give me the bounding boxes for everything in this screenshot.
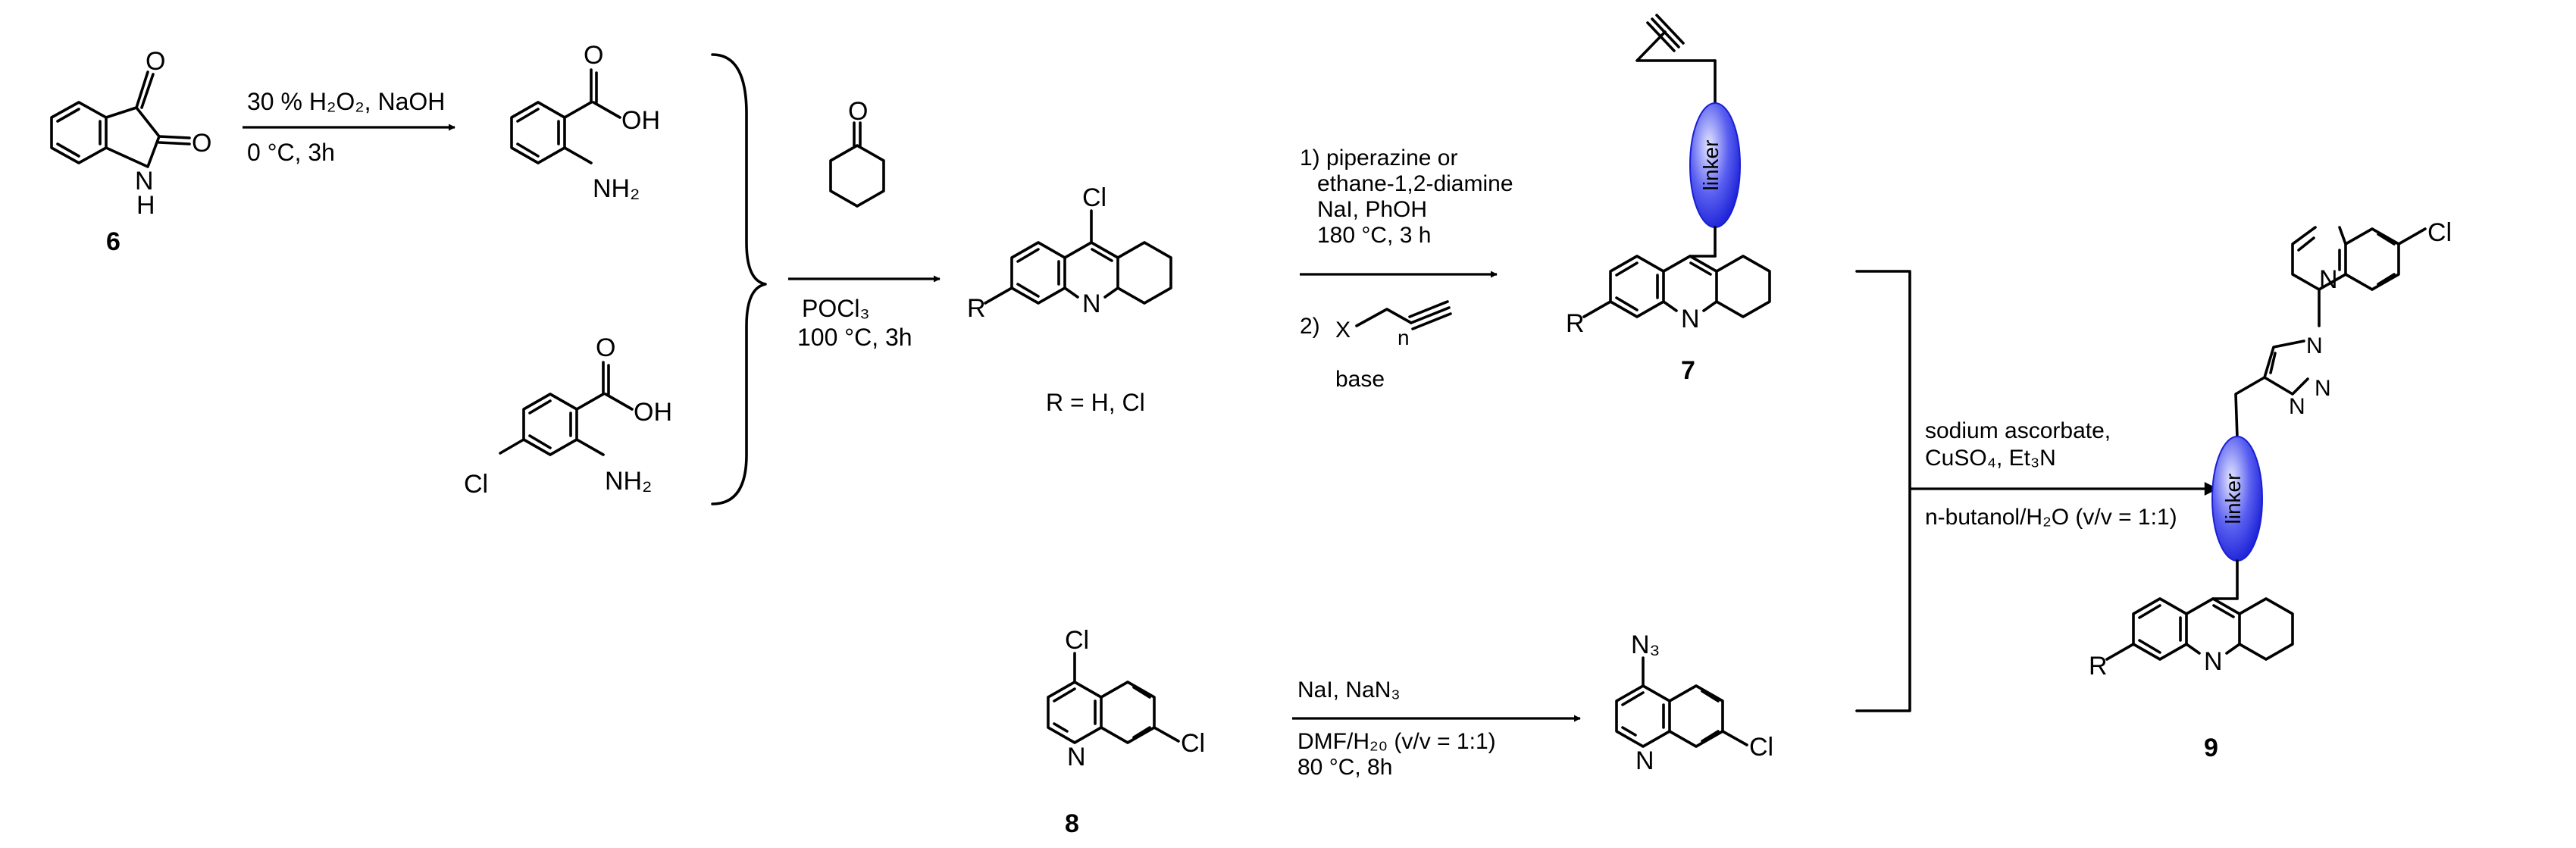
alkyne-tacrine-7: linker R N 7 [1566, 14, 1771, 385]
product-9: N Cl N N N linker R N 9 [2089, 218, 2452, 762]
compound-number-9: 9 [2204, 734, 2218, 762]
step3b-base: base [1335, 367, 1385, 392]
compound-number-8: 8 [1065, 809, 1079, 838]
step1-reagents: 30 % H₂O₂, NaOH [247, 88, 445, 115]
product-r-group: R [2089, 652, 2108, 681]
step4-solvent: DMF/H₂₀ (v/v = 1:1) [1297, 729, 1496, 754]
azide-group: N₃ [1631, 631, 1660, 659]
azidoquinoline-chlorine: Cl [1749, 733, 1773, 762]
chloroanthranilic-hydroxyl: OH [634, 398, 672, 427]
step5-line2: CuSO₄, Et₃N [1925, 446, 2056, 471]
isatin-nitrogen: N [135, 167, 154, 196]
triazole-nitrogen-3: N [2289, 394, 2305, 419]
anthranilic-oxygen: O [584, 41, 603, 70]
linker-label-1: linker [1699, 140, 1723, 191]
chloroanthranilic-amine: NH₂ [605, 467, 652, 496]
step3-line3: NaI, PhOH [1317, 197, 1427, 222]
cyclohexanone-oxygen: O [848, 97, 868, 126]
isatin-hydrogen: H [136, 191, 155, 220]
product-quinoline-nitrogen: N [2319, 265, 2338, 294]
chloroanthranilic-chlorine: Cl [464, 470, 488, 499]
tacrine-chlorine: Cl [1082, 183, 1106, 212]
dichloroquinoline-chlorine-4: Cl [1065, 626, 1089, 655]
combining-bracket [1855, 270, 1911, 712]
step5-line1: sodium ascorbate, [1925, 418, 2111, 443]
curly-brace [711, 53, 767, 505]
compound7-r-group: R [1566, 309, 1585, 338]
isatin-oxygen-1: O [146, 47, 165, 76]
linker-label-2: linker [2221, 474, 2245, 524]
chloro-tacrine: Cl R N R = H, Cl [967, 183, 1172, 416]
step4-reagents: NaI, NaN₃ [1297, 677, 1401, 702]
triazole-nitrogen-2: N [2315, 376, 2331, 401]
isatin-oxygen-2: O [192, 129, 211, 158]
anthranilic-acid: O OH NH₂ [510, 41, 660, 203]
isatin-compound: O O N H 6 [50, 47, 211, 256]
r-group-definition: R = H, Cl [1046, 389, 1145, 416]
tacrine-r-group: R [967, 294, 986, 323]
propargyl-chain [1355, 308, 1413, 327]
anthranilic-hydroxyl: OH [621, 106, 660, 135]
azidoquinoline: N₃ N Cl [1615, 631, 1773, 775]
step2-temperature: 100 °C, 3h [797, 324, 912, 351]
chloroanthranilic-acid: O OH NH₂ Cl [464, 333, 672, 499]
step2-reagent: POCl₃ [802, 295, 869, 322]
compound7-nitrogen: N [1681, 305, 1700, 333]
triazole-nitrogen-1: N [2306, 333, 2323, 358]
cyclohexanone: O [829, 97, 885, 208]
compound-number-6: 6 [106, 227, 121, 256]
dichloroquinoline-8: Cl Cl N 8 [1047, 626, 1205, 838]
step3-line2: ethane-1,2-diamine [1317, 171, 1513, 196]
anthranilic-amine: NH₂ [593, 174, 640, 203]
step3-line4: 180 °C, 3 h [1317, 223, 1431, 248]
alkyne-triple-bond-reagent [1408, 300, 1452, 330]
step1-temperature: 0 °C, 3h [247, 139, 335, 166]
step3b-leaving-group: X [1335, 318, 1351, 343]
compound-number-7: 7 [1681, 356, 1695, 385]
step3b-prefix: 2) [1300, 314, 1320, 339]
product-chlorine: Cl [2427, 218, 2452, 247]
product-acridine-nitrogen: N [2204, 647, 2223, 676]
tacrine-nitrogen: N [1082, 289, 1101, 318]
dichloroquinoline-nitrogen: N [1067, 743, 1086, 771]
step4-temperature: 80 °C, 8h [1297, 755, 1392, 780]
step5-solvent: n-butanol/H₂O (v/v = 1:1) [1925, 505, 2177, 530]
step3-line1: 1) piperazine or [1300, 146, 1457, 171]
chloroanthranilic-oxygen: O [596, 333, 615, 362]
step3b-chain-length: n [1398, 326, 1410, 349]
azidoquinoline-nitrogen: N [1635, 746, 1654, 775]
dichloroquinoline-chlorine-7: Cl [1181, 729, 1205, 758]
